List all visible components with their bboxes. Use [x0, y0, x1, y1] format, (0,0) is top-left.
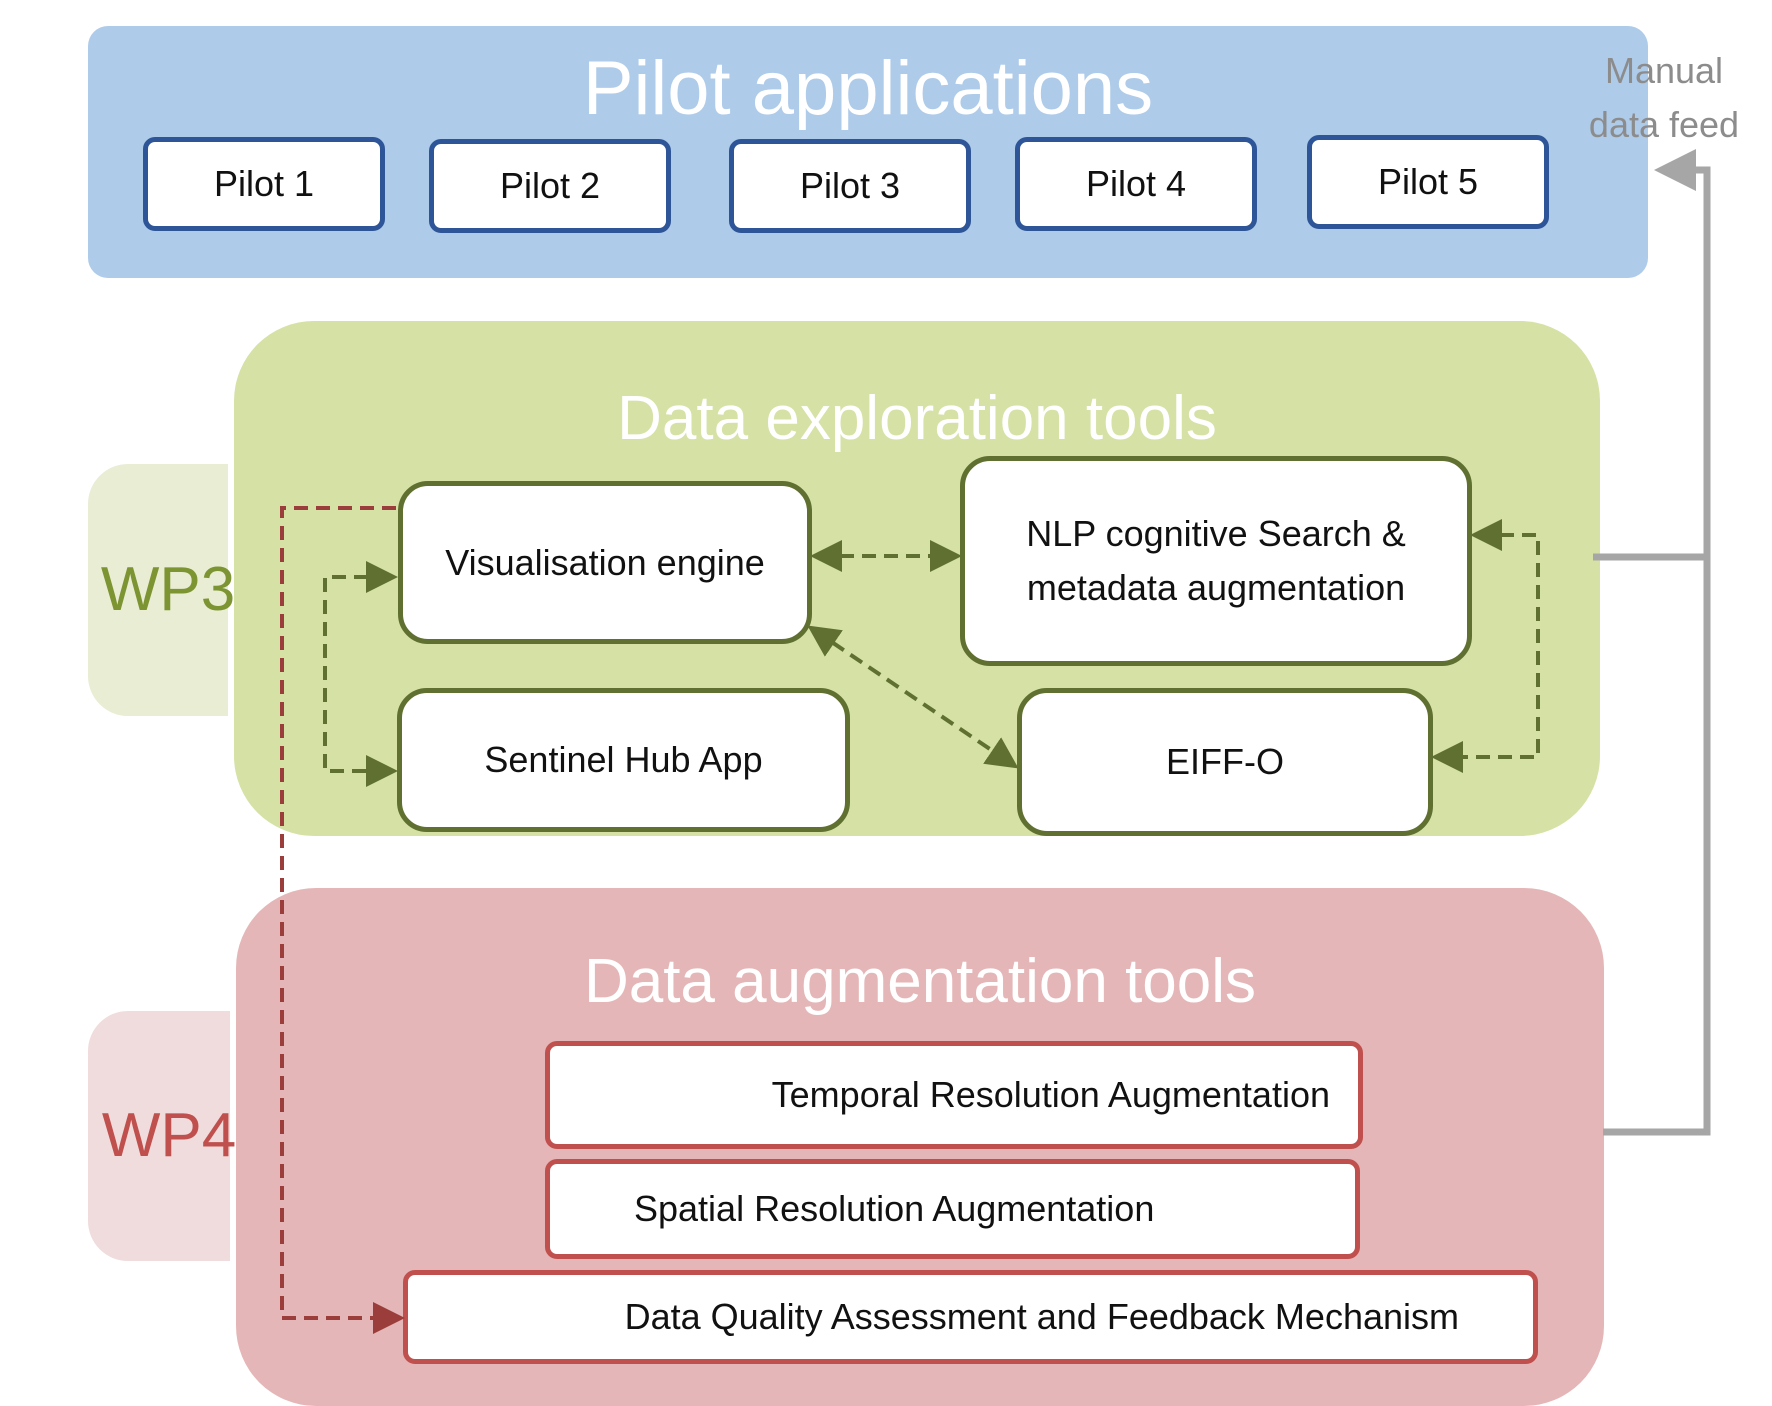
data-augmentation-title: Data augmentation tools — [583, 947, 1257, 1016]
wp4-label: WP4 — [101, 1101, 237, 1170]
wp4-tab: WP4 — [88, 1011, 236, 1261]
pilot-4-box: Pilot 4 — [1015, 137, 1257, 231]
wp3-label: WP3 — [100, 555, 236, 624]
nlp-search-box: NLP cognitive Search & metadata augmenta… — [960, 456, 1472, 666]
pilot-applications-title: Pilot applications — [582, 46, 1154, 131]
data-quality-box: Data Quality Assessment and Feedback Mec… — [403, 1270, 1538, 1364]
manual-data-feed-label: Manual data feed — [1588, 50, 1740, 145]
eiff-o-box: EIFF-O — [1017, 688, 1433, 836]
nlp-search-line-2: metadata augmentation — [1026, 567, 1406, 608]
spatial-resolution-box: Spatial Resolution Augmentation — [545, 1159, 1360, 1259]
wp3-tab: WP3 — [88, 464, 235, 716]
pilot-5-box: Pilot 5 — [1307, 135, 1549, 229]
pilot-1-box: Pilot 1 — [143, 137, 385, 231]
data-exploration-title: Data exploration tools — [617, 384, 1217, 453]
sentinel-hub-app-box: Sentinel Hub App — [397, 688, 850, 832]
nlp-search-line-1: NLP cognitive Search & — [1026, 513, 1406, 554]
pilot-3-box: Pilot 3 — [729, 139, 971, 233]
pilot-2-box: Pilot 2 — [429, 139, 671, 233]
visualisation-engine-box: Visualisation engine — [398, 481, 812, 644]
manual-feed-line-lower — [1603, 149, 1711, 1136]
temporal-resolution-box: Temporal Resolution Augmentation — [545, 1041, 1363, 1149]
